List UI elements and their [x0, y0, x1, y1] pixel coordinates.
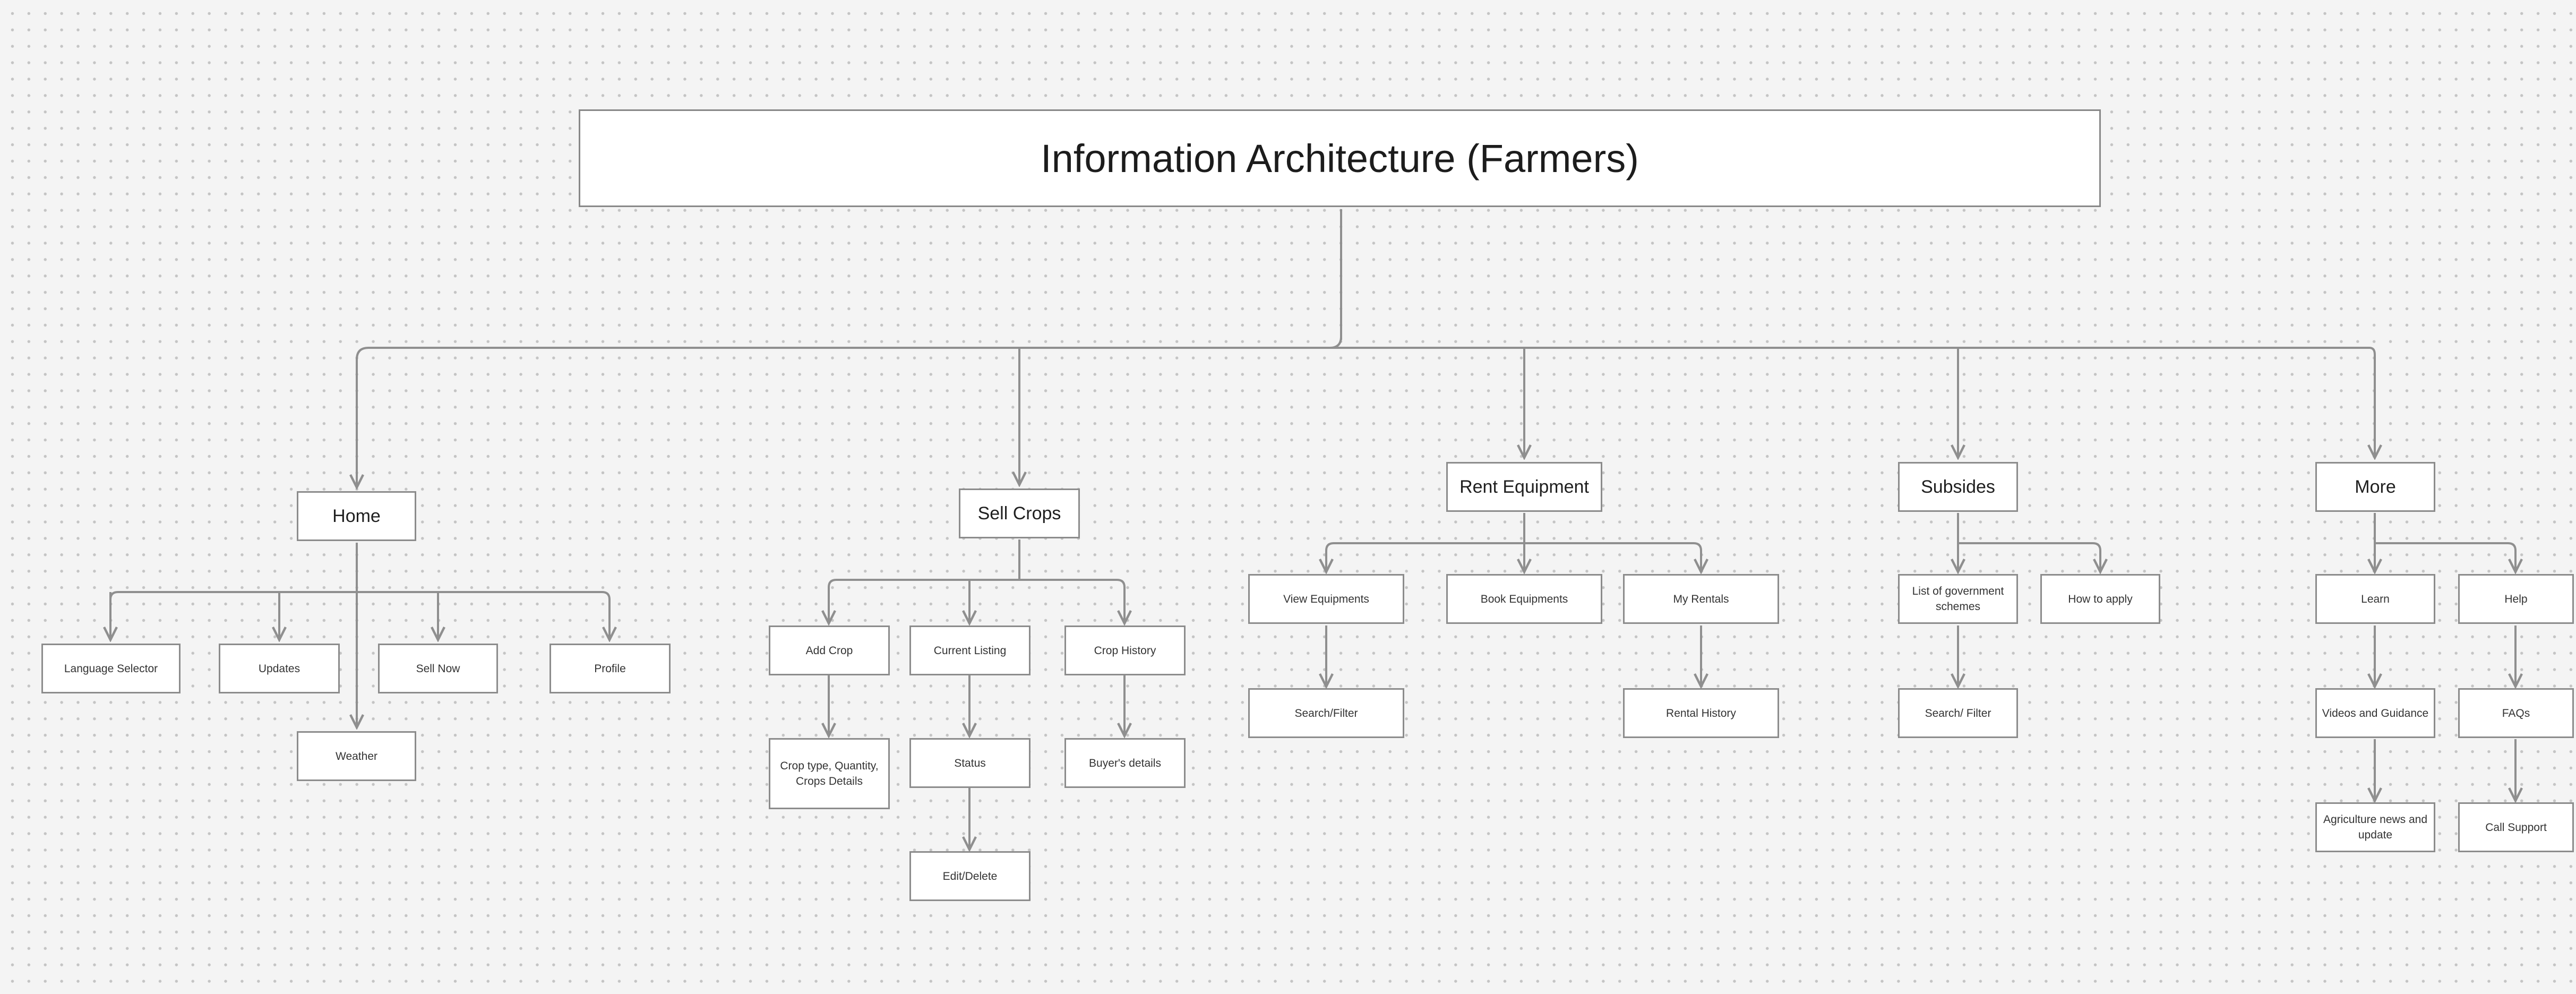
- node-crop-history: Crop History: [1064, 625, 1186, 675]
- node-subsides-search-filter: Search/ Filter: [1898, 688, 2018, 738]
- node-call-support: Call Support: [2458, 802, 2574, 852]
- node-my-rentals: My Rentals: [1623, 574, 1779, 624]
- node-learn: Learn: [2315, 574, 2435, 624]
- node-subsides: Subsides: [1898, 462, 2018, 512]
- node-status: Status: [909, 738, 1031, 788]
- rent-bus-corner-left: [1325, 542, 1334, 551]
- more-bus-corner-right: [2508, 542, 2517, 551]
- node-sell-now: Sell Now: [378, 644, 498, 693]
- node-current-listing: Current Listing: [909, 625, 1031, 675]
- bus-corner-right: [2369, 347, 2376, 355]
- node-rent-equipment: Rent Equipment: [1446, 462, 1602, 512]
- node-language-selector: Language Selector: [41, 644, 181, 693]
- home-bus-corner-left: [109, 591, 118, 600]
- sell-bus-corner-right: [1117, 579, 1126, 588]
- node-weather: Weather: [297, 731, 416, 781]
- node-add-crop: Add Crop: [769, 625, 890, 675]
- node-profile: Profile: [549, 644, 671, 693]
- bus-join: [1329, 336, 1342, 349]
- node-home: Home: [297, 491, 416, 541]
- node-faqs: FAQs: [2458, 688, 2574, 738]
- node-sell-crops: Sell Crops: [959, 489, 1080, 538]
- node-help: Help: [2458, 574, 2574, 624]
- node-how-to-apply: How to apply: [2040, 574, 2160, 624]
- node-agriculture-news: Agriculture news and update: [2315, 802, 2435, 852]
- node-view-equipments: View Equipments: [1248, 574, 1404, 624]
- node-crop-details: Crop type, Quantity, Crops Details: [769, 738, 890, 809]
- home-bus-corner-right: [602, 591, 611, 600]
- node-book-equipments: Book Equipments: [1446, 574, 1602, 624]
- diagram-title: Information Architecture (Farmers): [579, 109, 2101, 207]
- node-search-filter: Search/Filter: [1248, 688, 1404, 738]
- node-rental-history: Rental History: [1623, 688, 1779, 738]
- node-videos-guidance: Videos and Guidance: [2315, 688, 2435, 738]
- node-buyers-details: Buyer's details: [1064, 738, 1186, 788]
- node-edit-delete: Edit/Delete: [909, 851, 1031, 901]
- sell-bus-corner-left: [828, 579, 837, 588]
- subsides-bus-corner-right: [2092, 542, 2101, 551]
- node-updates: Updates: [219, 644, 340, 693]
- node-government-schemes: List of government schemes: [1898, 574, 2018, 624]
- bus-corner-left: [356, 347, 369, 360]
- rent-bus-corner-right: [1693, 542, 1702, 551]
- node-more: More: [2315, 462, 2435, 512]
